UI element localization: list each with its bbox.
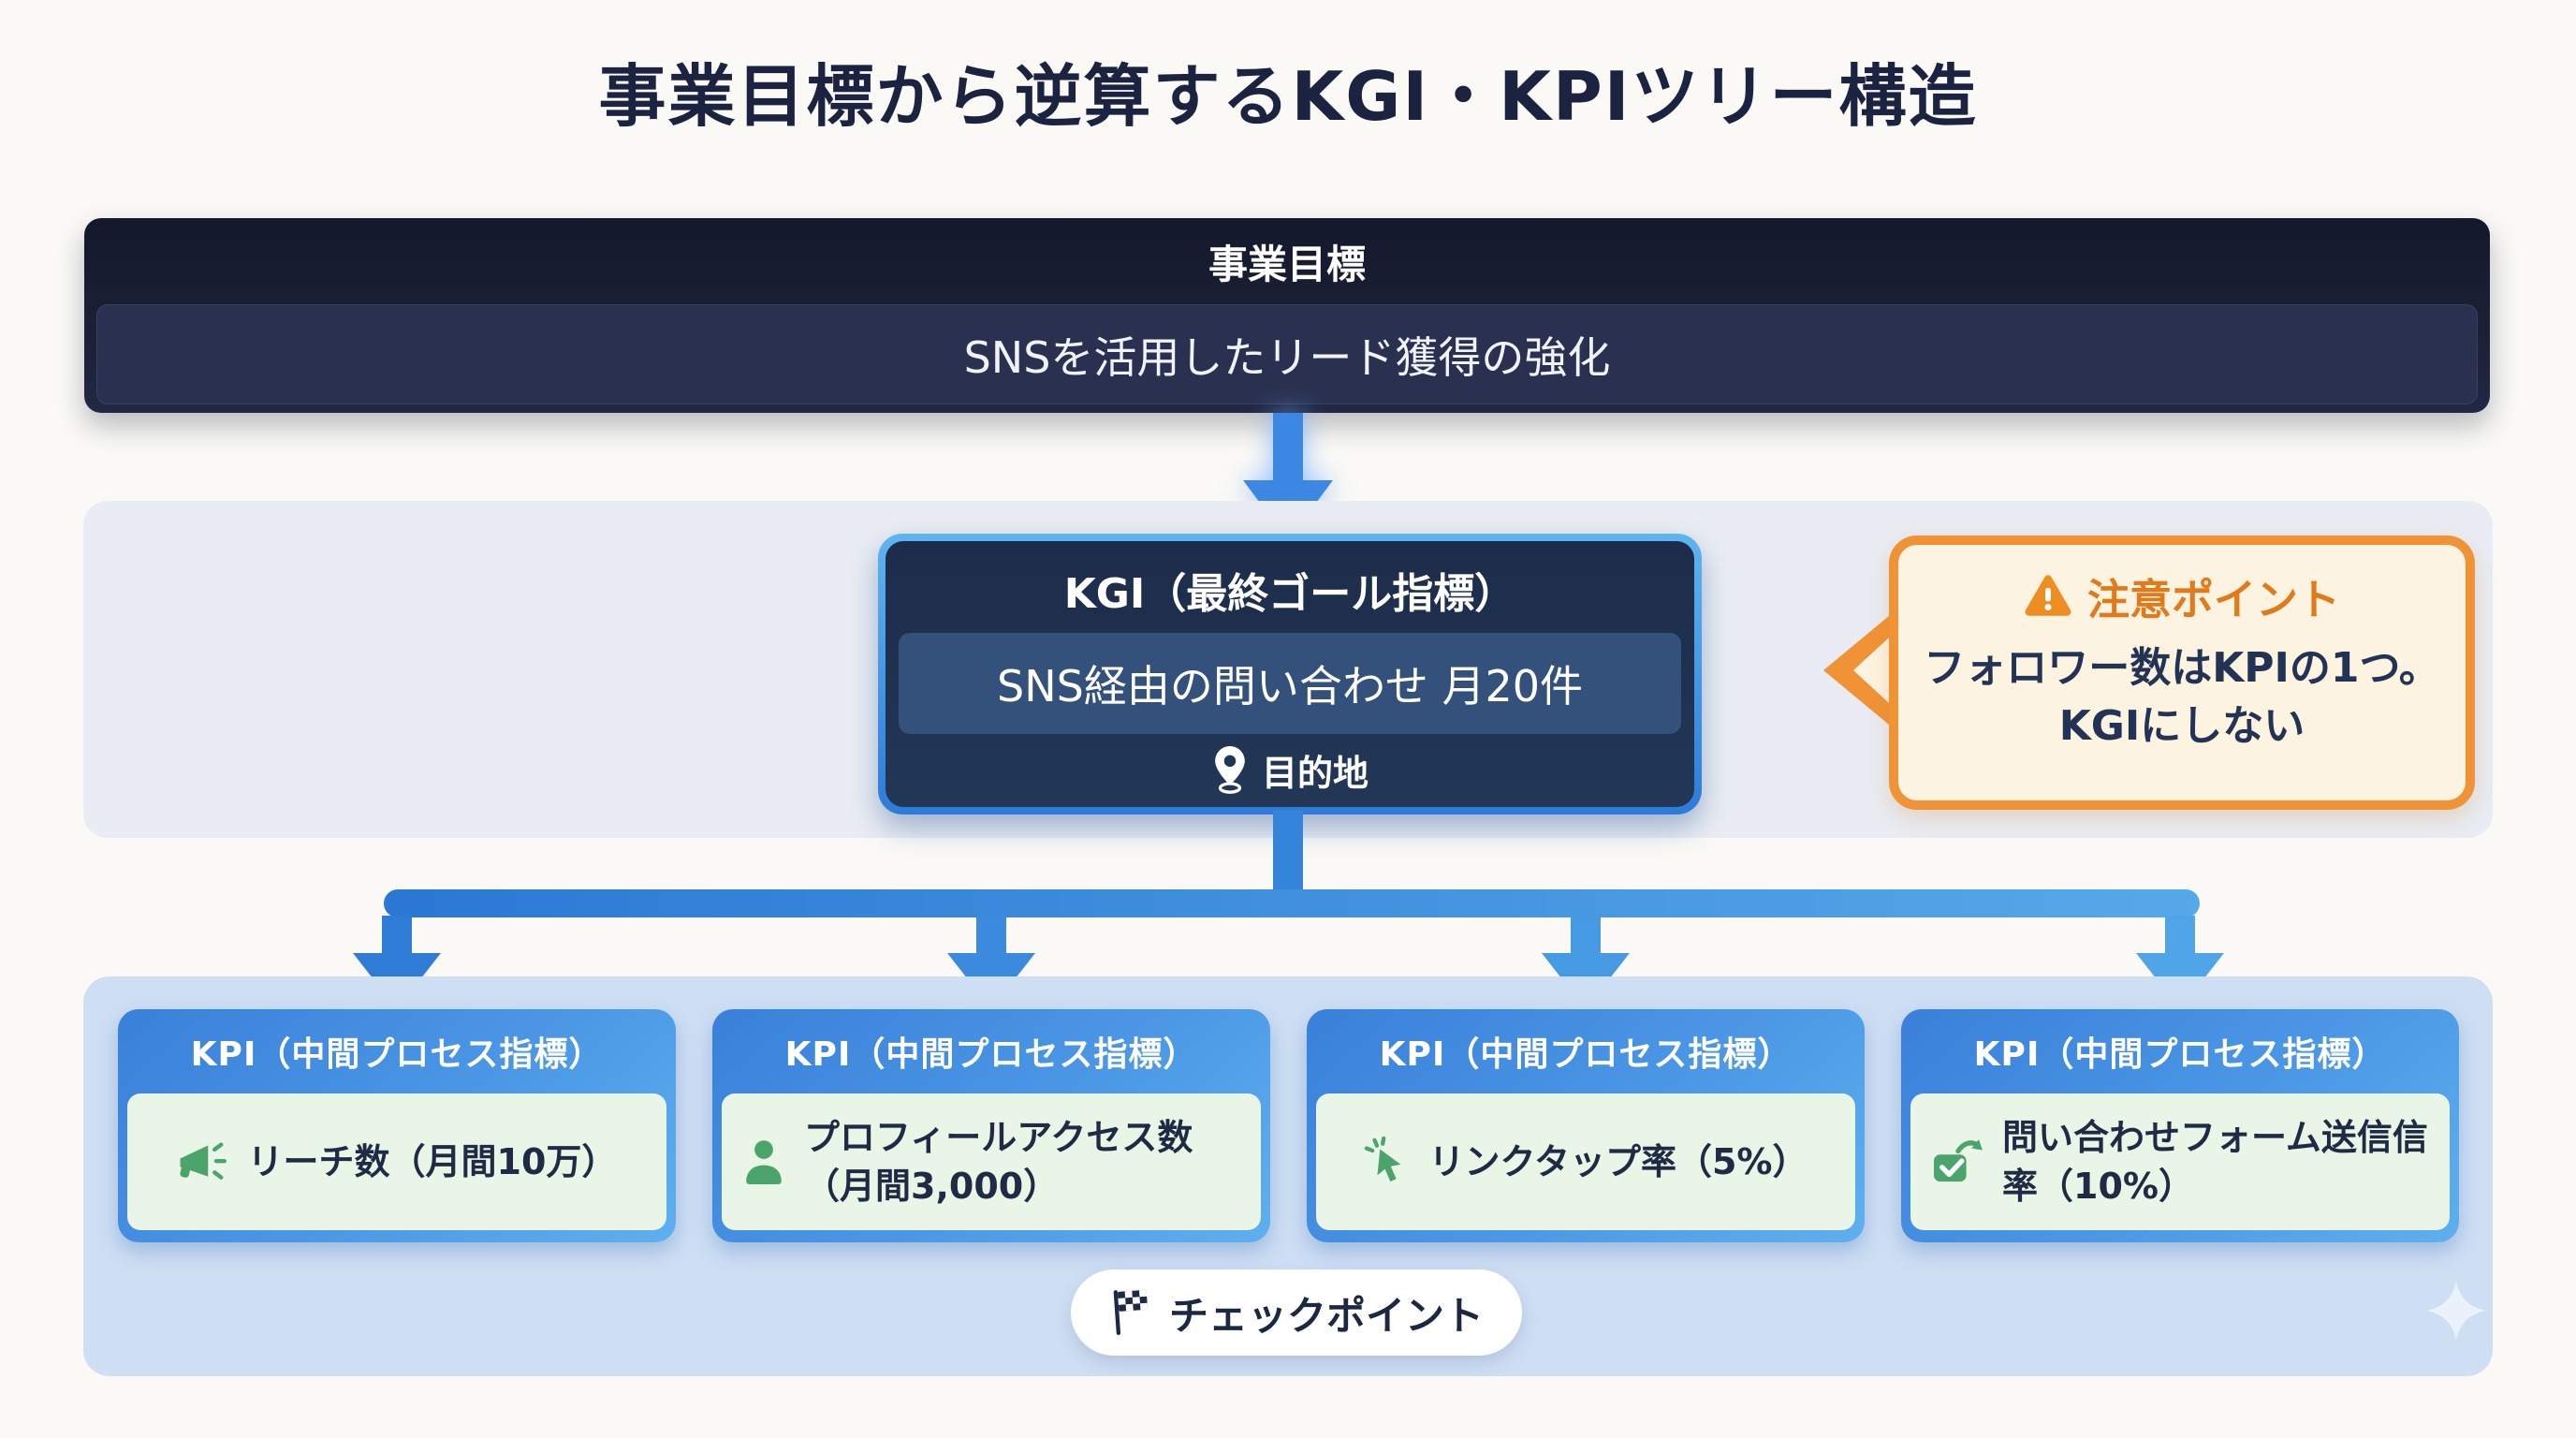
kgi-header: KGI（最終ゴール指標） (1063, 570, 1516, 618)
arrow-shaft (1273, 413, 1303, 484)
warning-text: フォロワー数はKPIの1つ。 KGIにしない (1898, 639, 2466, 756)
warning-line-1: フォロワー数はKPIの1つ。 (1924, 644, 2440, 692)
page-title: 事業目標から逆算するKGI・KPIツリー構造 (598, 57, 1978, 136)
kgi-value: SNS経由の問い合わせ 月20件 (899, 633, 1681, 734)
megaphone-icon (179, 1142, 227, 1180)
kpi-branch-bar (384, 889, 2200, 917)
callout-tail-shape (1823, 607, 1900, 734)
kgi-destination-row: 目的地 (886, 738, 1694, 801)
kpi-header: KPI（中間プロセス指標） (1379, 1035, 1793, 1074)
kpi-header: KPI（中間プロセス指標） (190, 1035, 604, 1074)
kpi-value: プロフィールアクセス数（月間3,000） (804, 1117, 1193, 1207)
kgi-card: KGI（最終ゴール指標） SNS経由の問い合わせ 月20件 目的地 (878, 534, 1702, 814)
kpi-header: KPI（中間プロセス指標） (1973, 1035, 2387, 1074)
checkpoint-pill: チェックポイント (1071, 1269, 1522, 1356)
kpi-body: 問い合わせフォーム送信信率（10%） (1910, 1093, 2450, 1230)
kpi-body: リンクタップ率（5%） (1316, 1093, 1855, 1230)
kpi-header: KPI（中間プロセス指標） (784, 1035, 1198, 1074)
warning-header: 注意ポイント (1898, 565, 2466, 626)
kpi-card: KPI（中間プロセス指標） リンクタップ率（5%） (1307, 1009, 1865, 1242)
cursor-click-icon (1364, 1137, 1400, 1182)
warning-callout: 注意ポイント フォロワー数はKPIの1つ。 KGIにしない (1889, 536, 2475, 810)
sparkle-icon (2426, 1281, 2486, 1341)
send-form-icon (1934, 1138, 1983, 1182)
business-goal-header: 事業目標 (1208, 241, 1366, 287)
kpi-value: 問い合わせフォーム送信信率（10%） (2002, 1117, 2428, 1207)
business-goal-box: 事業目標 SNSを活用したリード獲得の強化 (84, 218, 2490, 413)
location-pin-icon (1215, 746, 1245, 794)
checkpoint-label: チェックポイント (1168, 1292, 1484, 1339)
business-goal-value: SNSを活用したリード獲得の強化 (96, 304, 2478, 404)
kpi-body: プロフィールアクセス数（月間3,000） (722, 1093, 1261, 1230)
kpi-card: KPI（中間プロセス指標） プロフィールアクセス数（月間3,000） (712, 1009, 1270, 1242)
kpi-value: リンクタップ率（5%） (1428, 1141, 1808, 1182)
checkered-flag-icon (1113, 1289, 1149, 1335)
kpi-card: KPI（中間プロセス指標） リーチ数（月間10万） (118, 1009, 676, 1242)
kgi-card-inner: KGI（最終ゴール指標） SNS経由の問い合わせ 月20件 目的地 (886, 541, 1694, 807)
kpi-value: リーチ数（月間10万） (247, 1141, 618, 1182)
warning-icon (2025, 574, 2071, 616)
warning-line-2: KGIにしない (2058, 702, 2305, 750)
person-icon (746, 1140, 782, 1184)
kpi-body: リーチ数（月間10万） (127, 1093, 666, 1230)
kgi-to-kpi-stem (1273, 811, 1303, 895)
warning-callout-tail (1823, 607, 1900, 734)
warning-title: 注意ポイント (2086, 575, 2340, 624)
kgi-destination-label: 目的地 (1261, 752, 1368, 794)
kpi-card: KPI（中間プロセス指標） 問い合わせフォーム送信信率（10%） (1901, 1009, 2459, 1242)
